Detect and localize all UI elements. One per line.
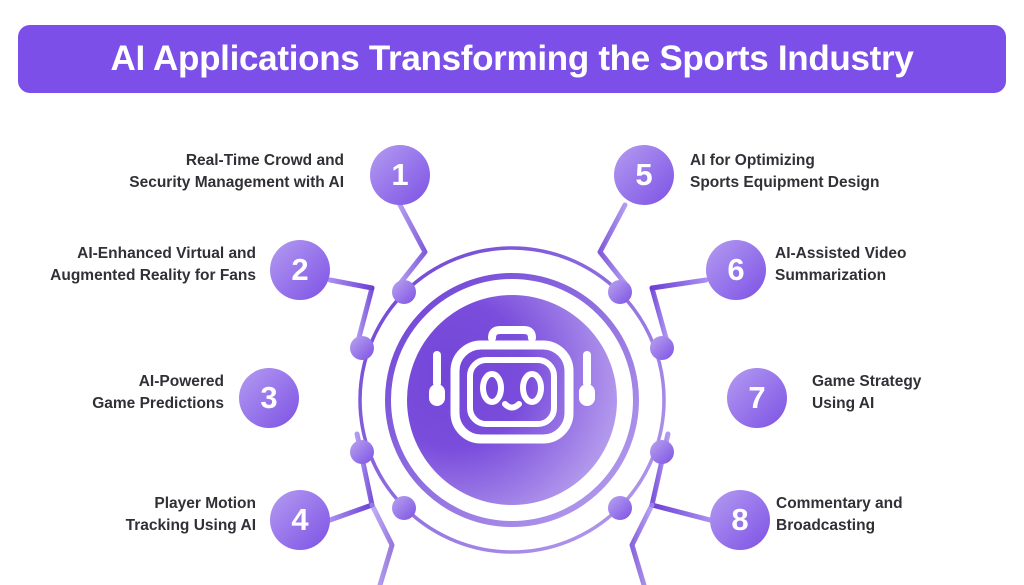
- ring-node-dot: [350, 336, 374, 360]
- ring-node-dot: [608, 280, 632, 304]
- step-circle-7[interactable]: 7: [727, 368, 787, 428]
- step-circle-3[interactable]: 3: [239, 368, 299, 428]
- robot-head-icon: [429, 326, 595, 444]
- step-label-6: AI-Assisted Video Summarization: [775, 245, 907, 285]
- step-label-1: Real-Time Crowd and Security Management …: [129, 152, 344, 192]
- ring-node-dot: [650, 336, 674, 360]
- connector-line-5: [597, 202, 630, 289]
- connector-line-6b: [649, 285, 671, 348]
- step-number-6: 6: [727, 252, 745, 287]
- step-number-1: 1: [391, 157, 409, 192]
- robot-face-plate: [467, 357, 557, 427]
- step-label-3: AI-Powered Game Predictions: [92, 373, 224, 413]
- ring-node-dot: [392, 280, 416, 304]
- connector-line-4: [327, 502, 375, 523]
- robot-eye-right: [520, 371, 544, 405]
- step-circle-4[interactable]: 4: [270, 490, 330, 550]
- ring-node-dot: [392, 496, 416, 520]
- step-circle-6[interactable]: 6: [706, 240, 766, 300]
- center-disc: [407, 295, 617, 505]
- step-label-5: AI for Optimizing Sports Equipment Desig…: [690, 152, 880, 192]
- step-circle-8[interactable]: 8: [710, 490, 770, 550]
- ring-node-dot: [608, 496, 632, 520]
- connector-lines: [296, 202, 729, 585]
- page-title: AI Applications Transforming the Sports …: [110, 39, 914, 78]
- step-number-4: 4: [291, 502, 309, 537]
- connector-line-2b: [354, 285, 375, 348]
- ring-node-dots: [350, 280, 674, 520]
- robot-head-outline: [450, 340, 574, 444]
- step-number-8: 8: [731, 502, 749, 537]
- robot-antenna: [488, 326, 536, 342]
- step-circle-5[interactable]: 5: [614, 145, 674, 205]
- inner-ring: [385, 273, 639, 527]
- title-banner: AI Applications Transforming the Sports …: [18, 25, 1006, 93]
- robot-eye-left: [480, 371, 504, 405]
- connector-line-2: [327, 277, 375, 291]
- ring-node-dot: [650, 440, 674, 464]
- robot-smile: [502, 401, 522, 411]
- step-number-7: 7: [748, 380, 766, 415]
- step-label-8: Commentary and Broadcasting: [776, 495, 903, 535]
- step-number-3: 3: [260, 380, 278, 415]
- step-label-4: Player Motion Tracking Using AI: [125, 495, 256, 535]
- connector-line-1: [395, 202, 428, 289]
- step-circle-1[interactable]: 1: [370, 145, 430, 205]
- connector-line-6: [649, 277, 709, 291]
- connector-line-8: [649, 502, 713, 523]
- step-number-2: 2: [291, 252, 309, 287]
- connector-line-bottom-right: [629, 502, 655, 585]
- step-label-7: Game Strategy Using AI: [812, 373, 922, 413]
- step-number-5: 5: [635, 157, 653, 192]
- connector-line-bottom-left: [369, 502, 395, 585]
- outer-ring: [358, 246, 666, 554]
- step-circle-2[interactable]: 2: [270, 240, 330, 300]
- step-label-2: AI-Enhanced Virtual and Augmented Realit…: [50, 245, 256, 285]
- ring-node-dot: [350, 440, 374, 464]
